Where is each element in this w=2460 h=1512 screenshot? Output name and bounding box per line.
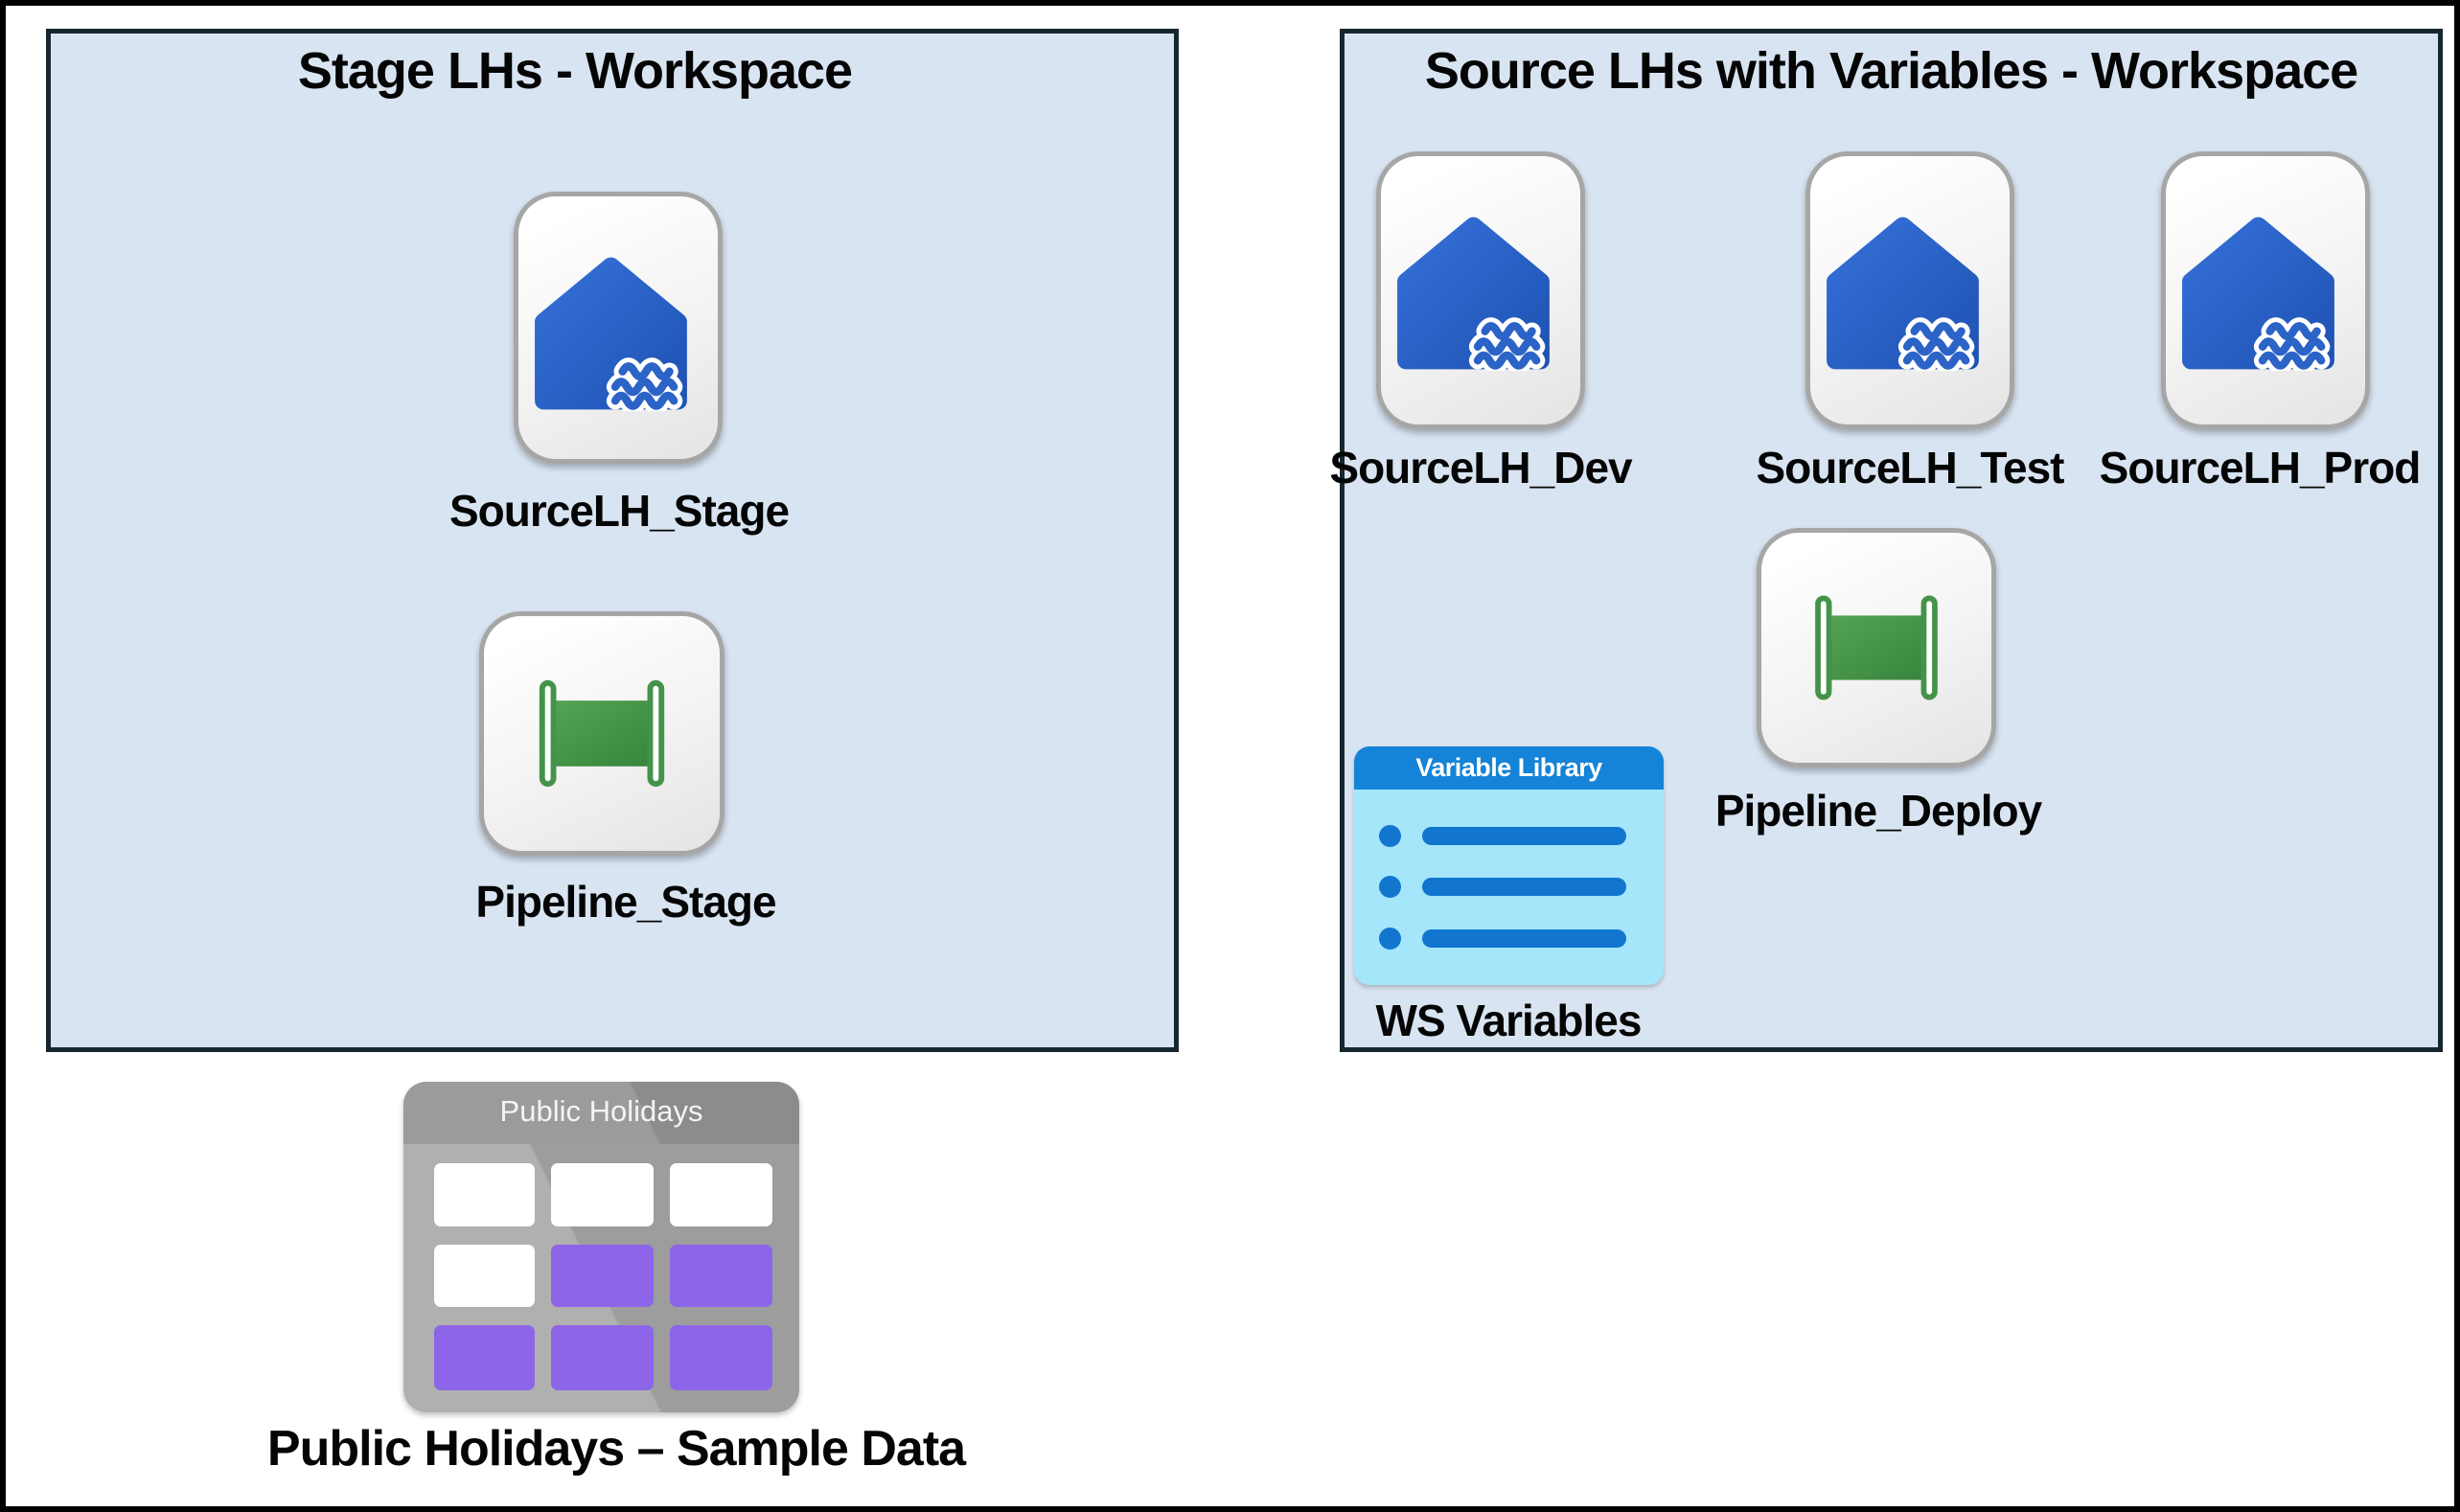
stage-workspace-box: Stage LHs - Workspace SourceLH_Stage	[46, 29, 1179, 1052]
sample-data-label: Public Holidays – Sample Data	[266, 1421, 966, 1477]
pipeline-deploy-label: Pipeline_Deploy	[1714, 786, 2042, 836]
variable-bar	[1422, 878, 1626, 896]
lakehouse-dev-label: SourceLH_Dev	[1329, 443, 1632, 493]
source-workspace-box: Source LHs with Variables - Workspace So…	[1329, 29, 2443, 1052]
table-cell	[670, 1245, 772, 1307]
pipeline-icon	[1815, 595, 1938, 700]
variable-library-icon: Variable Library	[1354, 746, 1664, 985]
variable-library-header: Variable Library	[1354, 746, 1664, 790]
bullet-icon	[1379, 928, 1401, 950]
variable-bar	[1422, 827, 1626, 845]
table-icon-grid	[434, 1163, 772, 1390]
table-cell	[551, 1325, 654, 1390]
pipeline-card-stage	[479, 611, 724, 856]
variable-bar	[1422, 929, 1626, 948]
ws-variables-label: WS Variables	[1375, 996, 1643, 1045]
lakehouse-card-dev	[1376, 151, 1585, 429]
pipeline-stage-label: Pipeline_Stage	[475, 877, 776, 927]
table-cell	[551, 1245, 654, 1307]
lakehouse-icon	[1827, 217, 1979, 371]
table-icon-header: Public Holidays	[403, 1082, 799, 1144]
lakehouse-icon	[2182, 217, 2334, 371]
table-cell	[670, 1163, 772, 1226]
stage-workspace-title: Stage LHs - Workspace	[297, 42, 853, 100]
source-workspace-title: Source LHs with Variables - Workspace	[1424, 42, 2358, 100]
table-cell	[670, 1325, 772, 1390]
lakehouse-card-test	[1805, 151, 2014, 429]
pipeline-card-deploy	[1757, 528, 1996, 767]
lakehouse-prod-label: SourceLH_Prod	[2099, 443, 2422, 493]
table-cell	[434, 1163, 535, 1226]
pipeline-icon	[539, 679, 665, 788]
table-cell	[434, 1245, 535, 1307]
lakehouse-card-stage	[514, 192, 723, 464]
lakehouse-card-prod	[2161, 151, 2370, 429]
lakehouse-stage-label: SourceLH_Stage	[448, 486, 790, 536]
table-icon: Public Holidays	[403, 1082, 799, 1412]
bullet-icon	[1379, 876, 1401, 898]
lakehouse-test-label: SourceLH_Test	[1756, 443, 2064, 493]
lakehouse-icon	[535, 257, 687, 411]
table-cell	[551, 1163, 654, 1226]
bullet-icon	[1379, 825, 1401, 847]
table-cell	[434, 1325, 535, 1390]
lakehouse-icon	[1397, 217, 1550, 371]
